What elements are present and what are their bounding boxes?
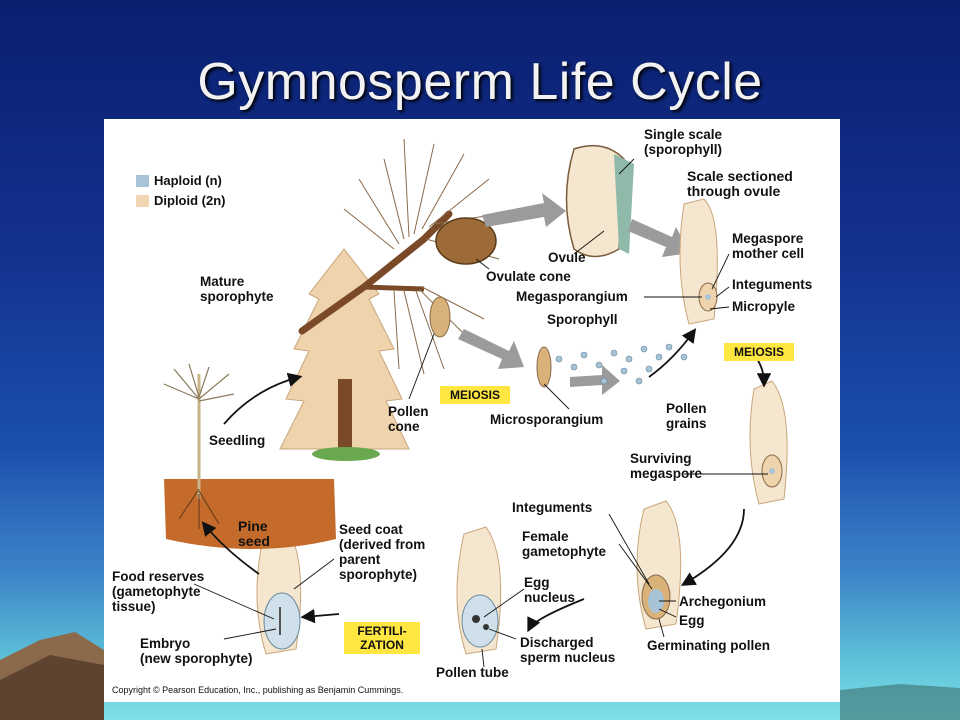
fertilization-tag: FERTILI- ZATION [344, 622, 420, 654]
diagram-panel: Haploid (n) Diploid (2n) Single scale (s… [104, 119, 840, 702]
label-archegonium: Archegonium [679, 594, 767, 609]
label-megaspore-mother-cell: Megaspore mother cell [732, 231, 805, 261]
ovule-section-top [679, 198, 718, 325]
copyright-footer: Copyright © Pearson Education, Inc., pub… [112, 685, 404, 695]
slide-title: Gymnosperm Life Cycle [197, 53, 763, 111]
label-embryo: Embryo (new sporophyte) [140, 636, 253, 666]
diploid-swatch [136, 195, 149, 207]
label-sporophyll: Sporophyll [547, 312, 618, 327]
ovule-section-gametophyte [636, 500, 682, 630]
label-surviving-megaspore: Surviving megaspore [630, 451, 703, 481]
pollen-grains-icon [555, 343, 688, 385]
label-micropyle: Micropyle [732, 299, 796, 314]
ovulate-cone-icon [435, 217, 497, 265]
process-arrows [458, 193, 690, 395]
label-integuments-top: Integuments [732, 277, 813, 292]
label-discharged-sperm: Discharged sperm nucleus [520, 635, 616, 665]
label-microsporangium: Microsporangium [490, 412, 604, 427]
label-ovulate-cone: Ovulate cone [486, 269, 571, 284]
sporophyll-icon [536, 346, 552, 388]
label-mature-sporophyte: Mature sporophyte [200, 274, 274, 304]
label-seed-coat: Seed coat (derived from parent sporophyt… [339, 522, 426, 582]
haploid-swatch [136, 175, 149, 187]
ovule-section-surviving [749, 380, 788, 505]
label-pine-seed: Pine seed [238, 518, 270, 549]
label-megasporangium: Megasporangium [516, 289, 628, 304]
meiosis-tag-left: MEIOSIS [440, 386, 510, 404]
legend-diploid-label: Diploid (2n) [154, 193, 226, 208]
label-scale-sectioned: Scale sectioned through ovule [687, 168, 793, 199]
ovule-section-fertilization [456, 526, 502, 655]
single-scale-icon [565, 144, 625, 258]
legend-haploid-label: Haploid (n) [154, 173, 222, 188]
label-female-gametophyte: Female gametophyte [522, 529, 607, 559]
meiosis-tag-right: MEIOSIS [724, 343, 794, 361]
life-cycle-illustration [163, 138, 788, 668]
label-seedling: Seedling [209, 433, 266, 448]
pine-seed-icon [256, 526, 302, 655]
label-egg-nucleus: Egg nucleus [524, 575, 576, 605]
label-ovule: Ovule [548, 250, 586, 265]
label-pollen-cone: Pollen cone [388, 404, 429, 434]
label-germinating-pollen: Germinating pollen [647, 638, 771, 653]
label-food-reserves: Food reserves (gametophyte tissue) [112, 569, 205, 614]
pollen-cone-icon [429, 296, 451, 338]
label-pollen-tube: Pollen tube [436, 665, 509, 680]
label-integuments-bottom: Integuments [512, 500, 593, 515]
leader-lines [193, 158, 768, 668]
label-single-scale: Single scale (sporophyll) [644, 127, 723, 157]
label-pollen-grains: Pollen grains [666, 401, 707, 431]
label-egg: Egg [679, 613, 705, 628]
